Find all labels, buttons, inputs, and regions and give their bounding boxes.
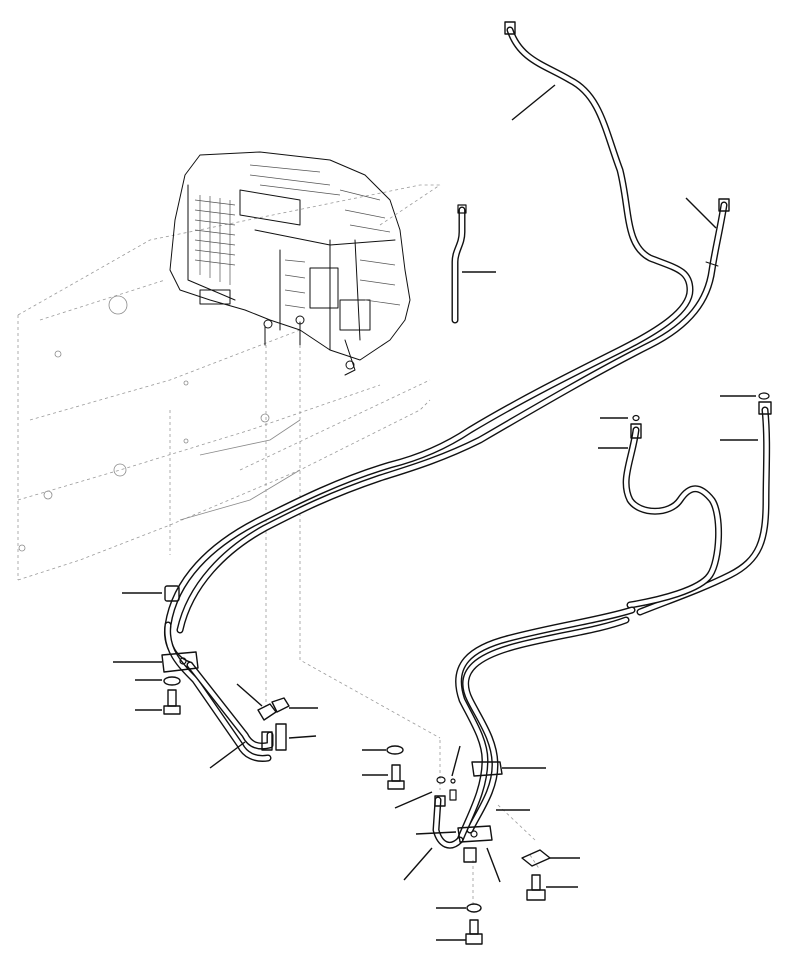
spacer-left xyxy=(164,585,180,602)
connection-guides xyxy=(265,184,541,905)
hose-mid xyxy=(622,414,722,609)
clip-right xyxy=(521,849,551,867)
tube-assembly-left xyxy=(161,621,287,762)
small-parts-left xyxy=(163,585,290,721)
bolt-lower xyxy=(465,919,483,945)
leader-long-hose-top xyxy=(511,84,556,121)
leader-o-ring-center-2 xyxy=(451,745,461,777)
leader-o-ring-center xyxy=(394,791,433,809)
washer-lower xyxy=(466,903,482,913)
clamp-right xyxy=(471,761,503,777)
leader-tube-left-2 xyxy=(288,735,317,739)
bolt-center xyxy=(387,764,405,790)
bolt-right xyxy=(526,874,546,901)
short-tube xyxy=(451,204,467,324)
bolt-left xyxy=(163,689,181,715)
leader-fitting-lower xyxy=(403,847,433,881)
small-parts-right xyxy=(386,745,551,945)
washer-left xyxy=(163,676,181,686)
connector-a xyxy=(257,703,277,721)
long-hose xyxy=(163,21,730,669)
fitting-lower xyxy=(463,847,477,863)
tube-assembly-right xyxy=(432,606,636,863)
transmission-block xyxy=(169,151,411,376)
connector-b xyxy=(271,697,290,713)
o-ring-center xyxy=(436,776,446,784)
callout-leaders xyxy=(113,84,758,941)
leader-fitting-lower-2 xyxy=(486,847,501,883)
o-ring-right xyxy=(758,392,770,400)
leader-long-hose-end xyxy=(685,197,717,229)
washer-center xyxy=(386,745,404,755)
machine-frame xyxy=(17,184,440,581)
leader-tube-bend xyxy=(415,831,457,835)
leader-connector-a xyxy=(236,683,263,707)
o-ring-mid xyxy=(632,414,640,422)
leader-tube-left xyxy=(209,741,246,769)
